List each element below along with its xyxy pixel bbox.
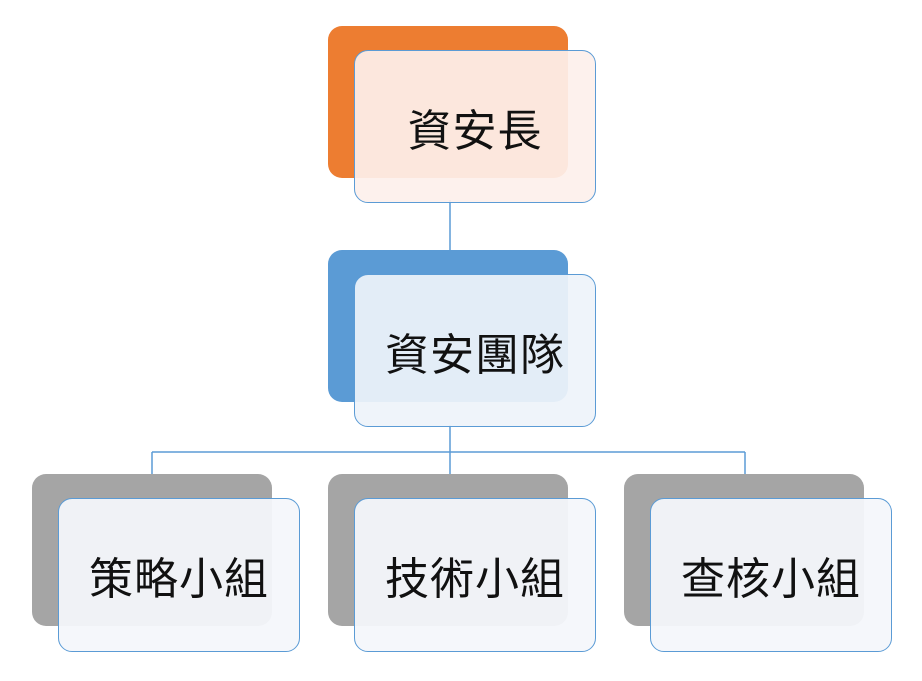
audit-node[interactable]: 查核小組 — [650, 498, 892, 652]
team-label: 資安團隊 — [385, 329, 565, 381]
team-node[interactable]: 資安團隊 — [354, 274, 596, 427]
ciso-node[interactable]: 資安長 — [354, 50, 596, 203]
technical-label: 技術小組 — [385, 554, 565, 605]
ciso-label: 資安長 — [407, 105, 543, 157]
strategy-node[interactable]: 策略小組 — [58, 498, 300, 652]
audit-label: 查核小組 — [681, 554, 861, 605]
strategy-label: 策略小組 — [89, 554, 269, 605]
technical-node[interactable]: 技術小組 — [354, 498, 596, 652]
